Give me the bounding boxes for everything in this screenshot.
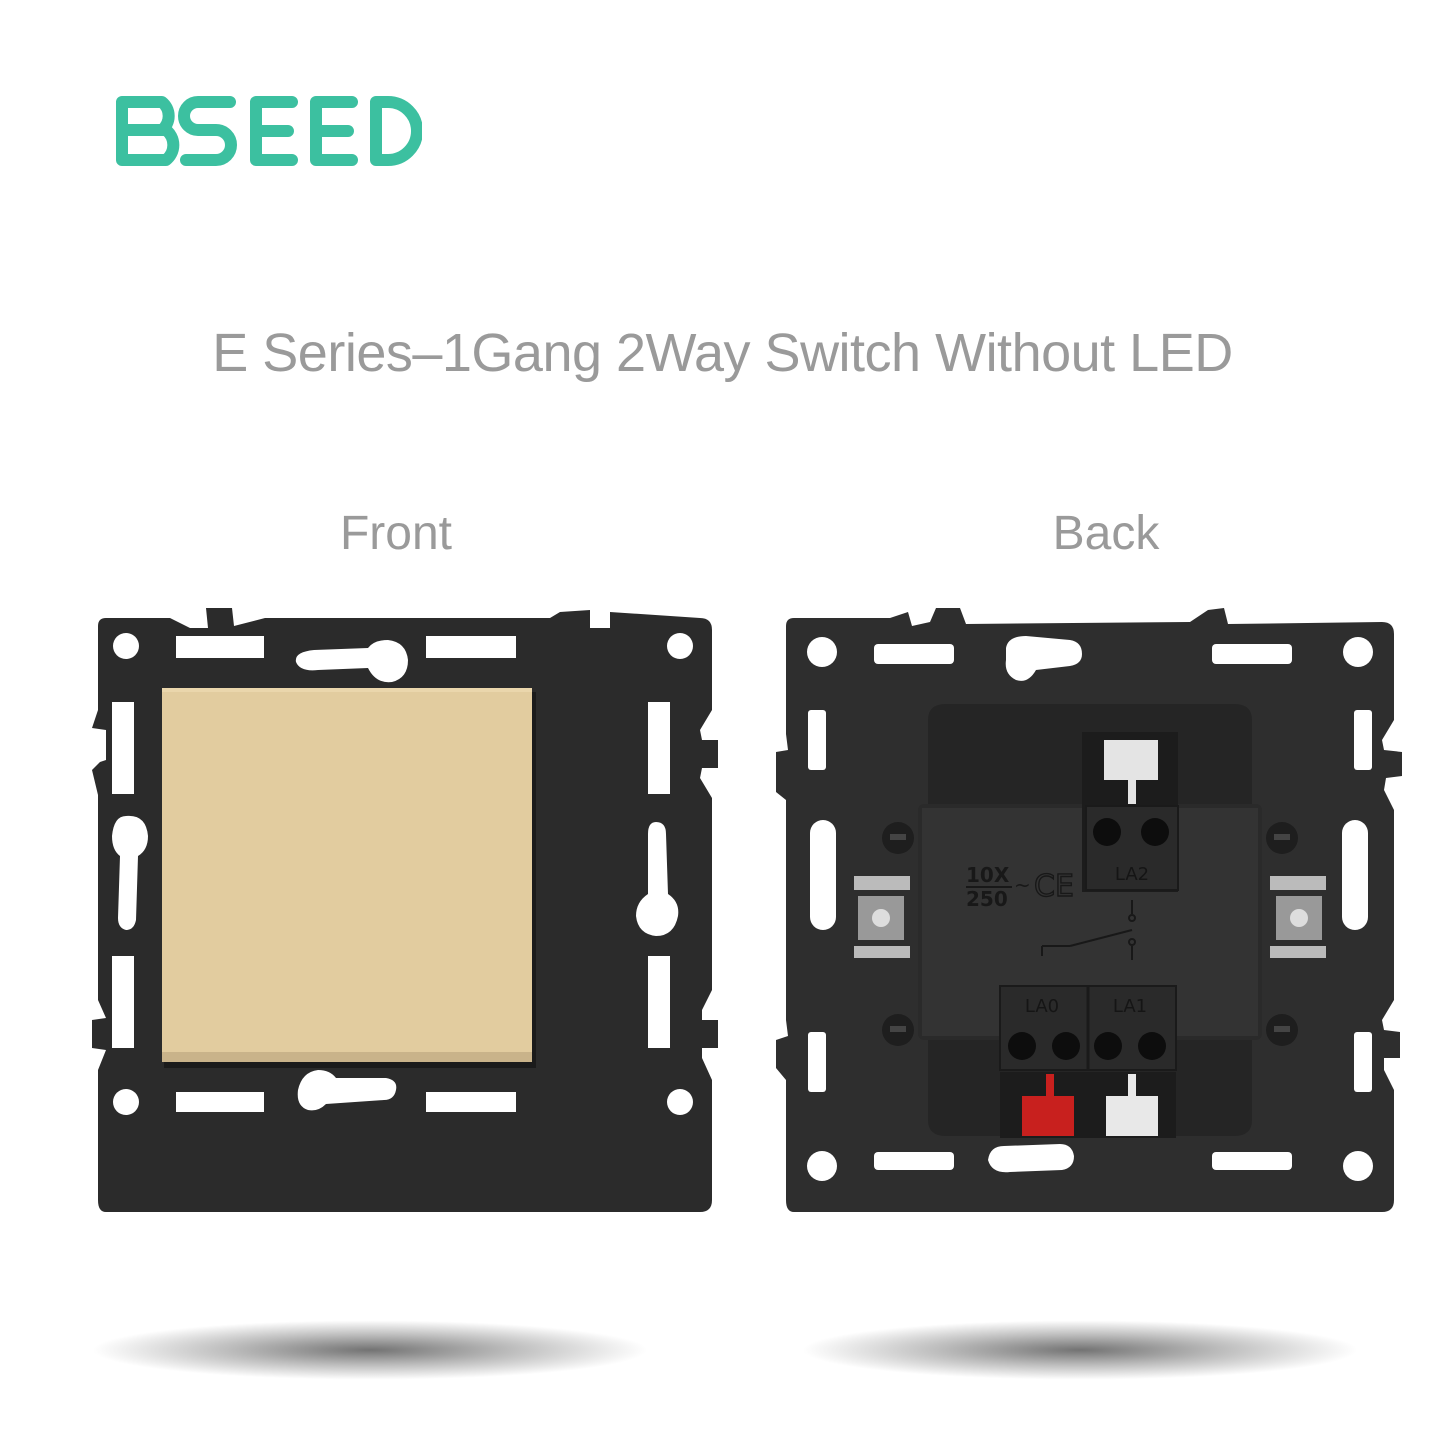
bseed-logo bbox=[116, 96, 422, 166]
left-claw bbox=[854, 876, 910, 958]
rating-current: 10X bbox=[966, 863, 1010, 887]
switch-schematic-icon bbox=[1041, 900, 1136, 960]
terminal-la1-label: LA1 bbox=[1113, 996, 1147, 1017]
rating-voltage: 250 bbox=[966, 887, 1008, 911]
front-view-label: Front bbox=[339, 507, 453, 560]
white-release-tab bbox=[1106, 1096, 1158, 1136]
terminal-la0-label: LA0 bbox=[1025, 996, 1059, 1017]
rocker-panel bbox=[162, 688, 532, 1062]
right-claw bbox=[1270, 876, 1326, 958]
switch-front-image bbox=[92, 608, 718, 1212]
switch-back-image: LA2 10X 250 ~ CE LA0 LA1 bbox=[776, 608, 1402, 1212]
red-release-tab bbox=[1022, 1096, 1074, 1136]
ac-symbol: ~ bbox=[1014, 873, 1031, 897]
terminal-la2-label: LA2 bbox=[1115, 864, 1149, 885]
front-drop-shadow bbox=[90, 1320, 650, 1380]
ce-mark: CE bbox=[1034, 869, 1074, 904]
product-title: E Series–1Gang 2Way Switch Without LED bbox=[212, 323, 1233, 383]
back-drop-shadow bbox=[800, 1320, 1360, 1380]
back-view-label: Back bbox=[1052, 507, 1160, 560]
